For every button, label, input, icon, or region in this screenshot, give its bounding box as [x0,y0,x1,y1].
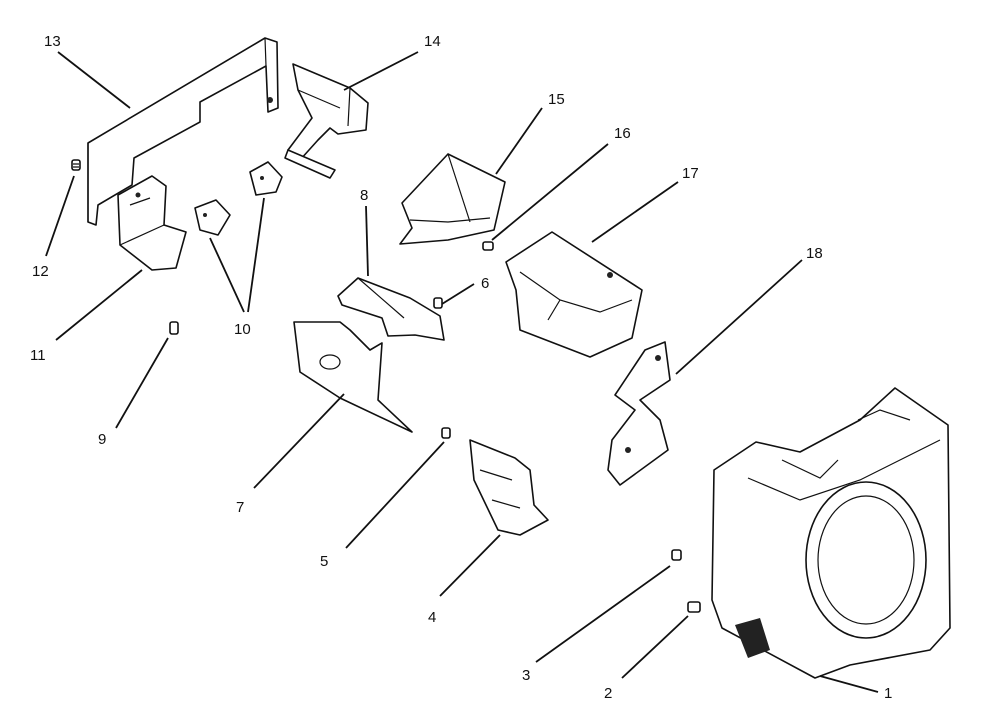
leader-10b [247,197,265,313]
leader-15 [495,107,543,175]
part-17-side-shroud [505,231,643,358]
part-8-bracket [337,277,445,341]
leader-8 [365,205,369,277]
part-7-lower-baffle [293,321,413,433]
callout-18: 18 [806,245,823,262]
part-10-plates [194,161,283,236]
callout-15: 15 [548,91,565,108]
part-9-screw [169,321,179,335]
leader-13 [57,51,131,109]
part-11-bracket [117,175,187,271]
part-16-screw [482,241,494,251]
leader-4 [439,534,501,597]
part-13-rear-baffle [87,37,279,226]
callout-13: 13 [44,33,61,50]
leader-11 [55,269,143,341]
callout-2: 2 [604,685,612,702]
leader-16 [491,143,609,241]
leader-17 [591,181,679,243]
part-3-screw [671,549,682,561]
part-1-blower-housing [711,387,951,679]
leader-12 [45,175,75,257]
leader-14 [343,51,419,91]
leader-5 [345,441,445,549]
callout-14: 14 [424,33,441,50]
callout-17: 17 [682,165,699,182]
callout-6: 6 [481,275,489,292]
callout-labels: 13 14 15 16 17 18 8 6 12 11 10 9 7 5 4 3… [30,33,892,702]
callout-3: 3 [522,667,530,684]
callout-10: 10 [234,321,251,338]
leader-7 [253,393,345,489]
part-18-shield [607,341,671,486]
part-15-top-cover [399,153,506,245]
callout-1: 1 [884,685,892,702]
leader-3 [535,565,671,663]
callout-9: 9 [98,431,106,448]
callout-7: 7 [236,499,244,516]
leader-18 [675,259,803,375]
callout-11: 11 [30,347,46,364]
part-12-screw [71,159,81,171]
leader-lines [45,51,879,693]
part-5-nut [441,427,451,439]
leader-2 [621,615,689,679]
callout-16: 16 [614,125,631,142]
callout-8: 8 [360,187,368,204]
part-4-bracket [469,439,549,536]
callout-4: 4 [428,609,436,626]
callout-5: 5 [320,553,328,570]
leader-9 [115,337,169,429]
leader-1 [819,675,879,693]
part-14-bracket [284,63,369,179]
leader-6 [441,283,475,305]
callout-12: 12 [32,263,49,280]
leader-10a [209,237,245,313]
part-2-screw [687,601,701,613]
part-6-screw [433,297,443,309]
